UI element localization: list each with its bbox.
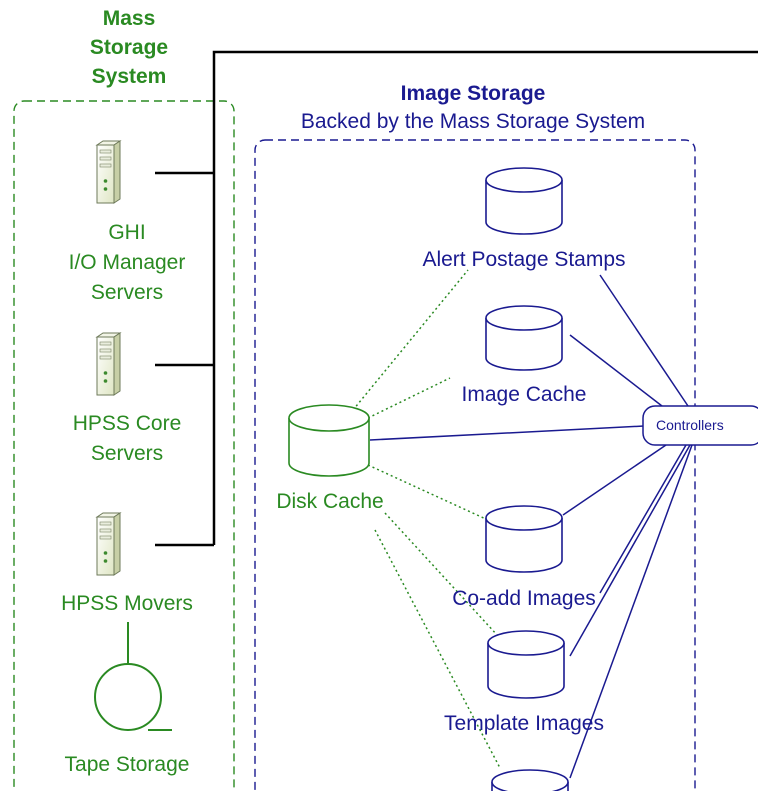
tape-reel-icon [94,663,172,731]
template-images-cylinder [487,630,565,699]
controllers-label: Controllers [656,417,724,433]
disk-cache-links [352,269,501,769]
ghi-server-icon [96,140,121,204]
alert-postage-stamps-cylinder [485,167,563,235]
image-cache-cylinder [485,305,563,371]
network-connections [155,50,758,547]
hpss-core-server-icon [96,332,121,396]
controller-links [369,274,693,779]
bottom-partial-cylinder [491,769,569,791]
mass-storage-title: Mass Storage System [89,7,169,88]
hpss-movers-server-icon [96,512,121,576]
template-images-label: Template Images [444,712,604,735]
hpss-movers-label: HPSS Movers [61,592,193,615]
image-storage-group-box [254,139,696,791]
controllers-box [642,405,758,446]
image-storage-subtitle: Backed by the Mass Storage System [300,110,646,133]
image-storage-title: Image Storage [400,82,546,105]
ghi-server-label: GHI I/O Manager Servers [68,221,186,304]
coadd-images-label: Co-add Images [452,587,596,610]
alert-postage-stamps-label: Alert Postage Stamps [422,248,626,271]
tape-storage-label: Tape Storage [64,753,190,776]
hpss-core-label: HPSS Core Servers [72,412,182,465]
disk-cache-cylinder [288,404,370,477]
coadd-images-cylinder [485,505,563,573]
image-cache-label: Image Cache [461,383,587,406]
disk-cache-label: Disk Cache [276,490,384,513]
